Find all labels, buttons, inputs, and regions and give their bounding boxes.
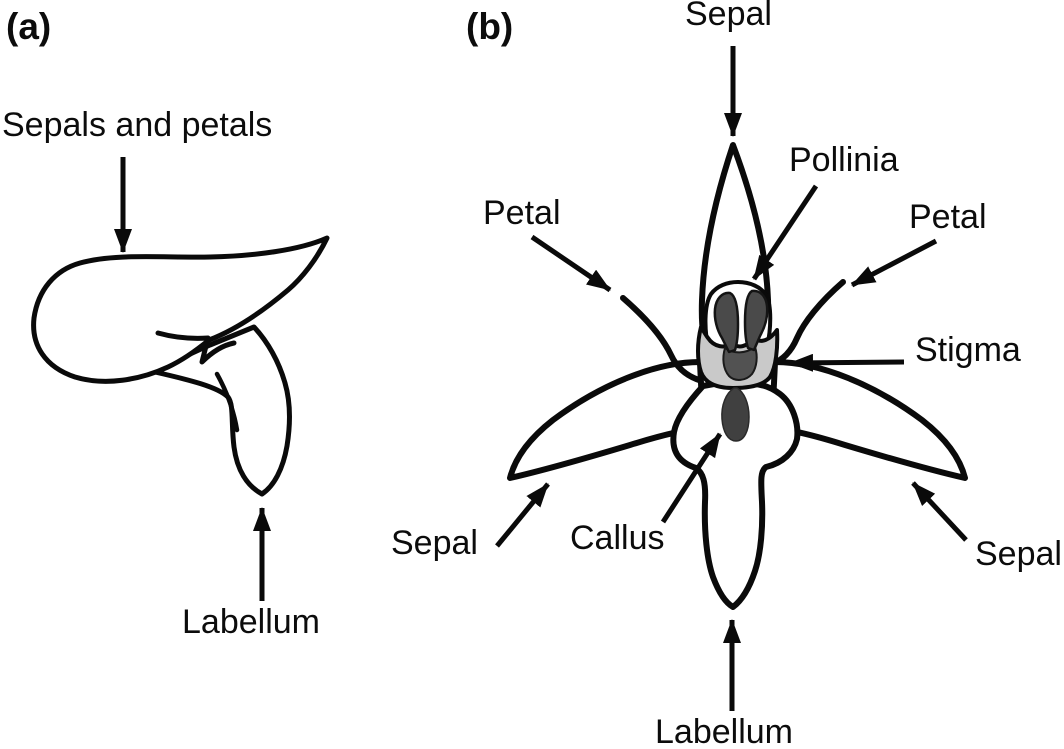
pollinia-right-shape: [743, 289, 769, 352]
callus-arrow: [660, 432, 723, 524]
label-petal-right: Petal: [909, 198, 987, 236]
sepal-bottom-right-arrow: [911, 481, 968, 542]
petal-left-arrow: [530, 234, 612, 293]
petal-right-shape: [769, 279, 846, 367]
callus-shape: [721, 387, 750, 442]
panel-b-flower: [507, 142, 968, 610]
sepals-petals-shape-side: [31, 235, 330, 384]
pollinia-left-shape: [713, 291, 740, 354]
panel-b-tag: (b): [466, 6, 514, 47]
sepal-bottom-left-arrow: [495, 482, 550, 548]
label-pollinia: Pollinia: [789, 141, 899, 179]
panel-a-flower: [31, 235, 330, 497]
stigma-patch-shape: [722, 345, 758, 381]
label-callus: Callus: [570, 519, 665, 557]
petal-right-arrow: [850, 238, 938, 288]
lateral-sepal-right-shape: [768, 359, 968, 481]
stigma-arrow: [789, 353, 905, 372]
label-sepal-bottom-right: Sepal: [975, 535, 1062, 573]
annotation-arrows: [113, 46, 968, 711]
petal-left-shape: [620, 295, 702, 383]
label-sepal-top: Sepal: [685, 0, 772, 33]
label-sepal-bottom-left: Sepal: [391, 524, 478, 562]
label-petal-left: Petal: [483, 194, 561, 232]
labellum-fold-line: [214, 371, 240, 433]
panel-a-tag: (a): [6, 6, 52, 47]
label-stigma: Stigma: [915, 331, 1021, 369]
tepal-fold-line: [155, 330, 237, 365]
pollinia-arrow: [751, 184, 819, 281]
label-labellum-side: Labellum: [182, 603, 320, 641]
label-labellum-front: Labellum: [655, 713, 793, 749]
label-sepals-and-petals: Sepals and petals: [2, 106, 273, 144]
